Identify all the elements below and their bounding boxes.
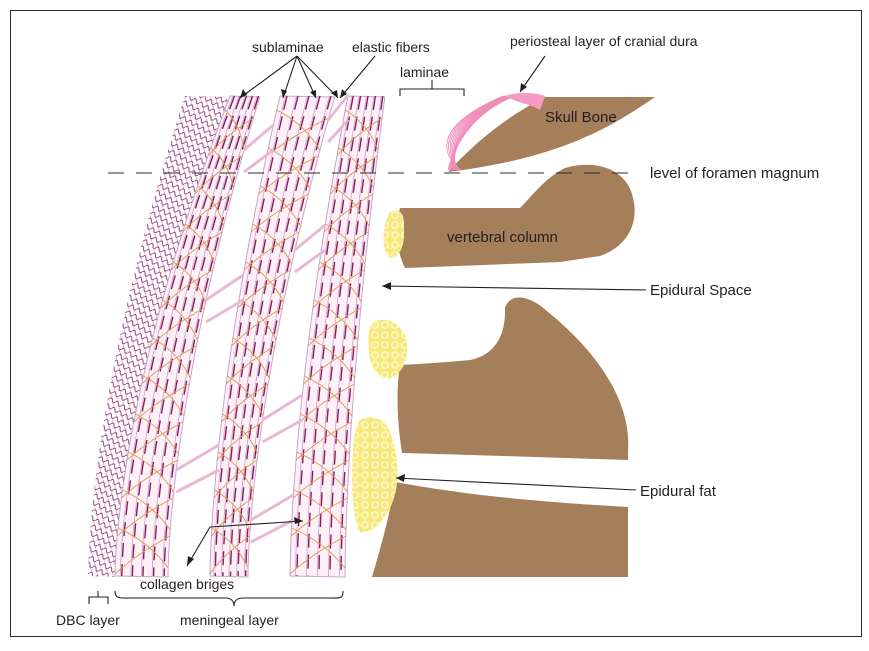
- collagen-bridge: [263, 420, 303, 442]
- sublaminae-arrow-4: [297, 56, 338, 98]
- dura-laminae-group: [88, 95, 385, 577]
- elastic-fibers-arrow: [340, 56, 375, 98]
- collagen-bridge: [263, 395, 303, 420]
- epidural-space-arrow: [382, 286, 646, 290]
- vertebra-middle: [398, 297, 629, 460]
- periosteal-dense: [505, 93, 545, 110]
- label-periosteal: periosteal layer of cranial dura: [510, 33, 698, 49]
- collagen-bridge: [176, 470, 219, 492]
- label-sublaminae: sublaminae: [252, 39, 324, 55]
- label-epidural-space: Epidural Space: [650, 282, 752, 299]
- dbc-bracket: [89, 591, 108, 604]
- collagen-bridge: [251, 495, 294, 520]
- collagen-bridge: [206, 275, 243, 300]
- label-elastic-fibers: elastic fibers: [352, 39, 430, 55]
- vertebra-upper: [397, 165, 635, 268]
- label-epidural-fat: Epidural fat: [640, 483, 717, 500]
- epidural-fat-arrow: [396, 478, 636, 490]
- label-collagen-bridges: collagen briges: [140, 576, 234, 592]
- vertebra-lower: [372, 482, 628, 577]
- meningeal-bracket: [115, 591, 343, 606]
- sublaminae-arrow-1: [240, 56, 297, 98]
- label-dbc-layer: DBC layer: [56, 612, 120, 628]
- label-skull-bone: Skull Bone: [545, 109, 617, 126]
- label-laminae: laminae: [400, 64, 449, 80]
- collagen-bridge: [176, 445, 219, 470]
- label-foramen-magnum: level of foramen magnum: [650, 165, 819, 182]
- laminae-bracket: [400, 80, 464, 96]
- label-vertebral-column: vertebral column: [447, 229, 558, 246]
- label-meningeal-layer: meningeal layer: [180, 612, 279, 628]
